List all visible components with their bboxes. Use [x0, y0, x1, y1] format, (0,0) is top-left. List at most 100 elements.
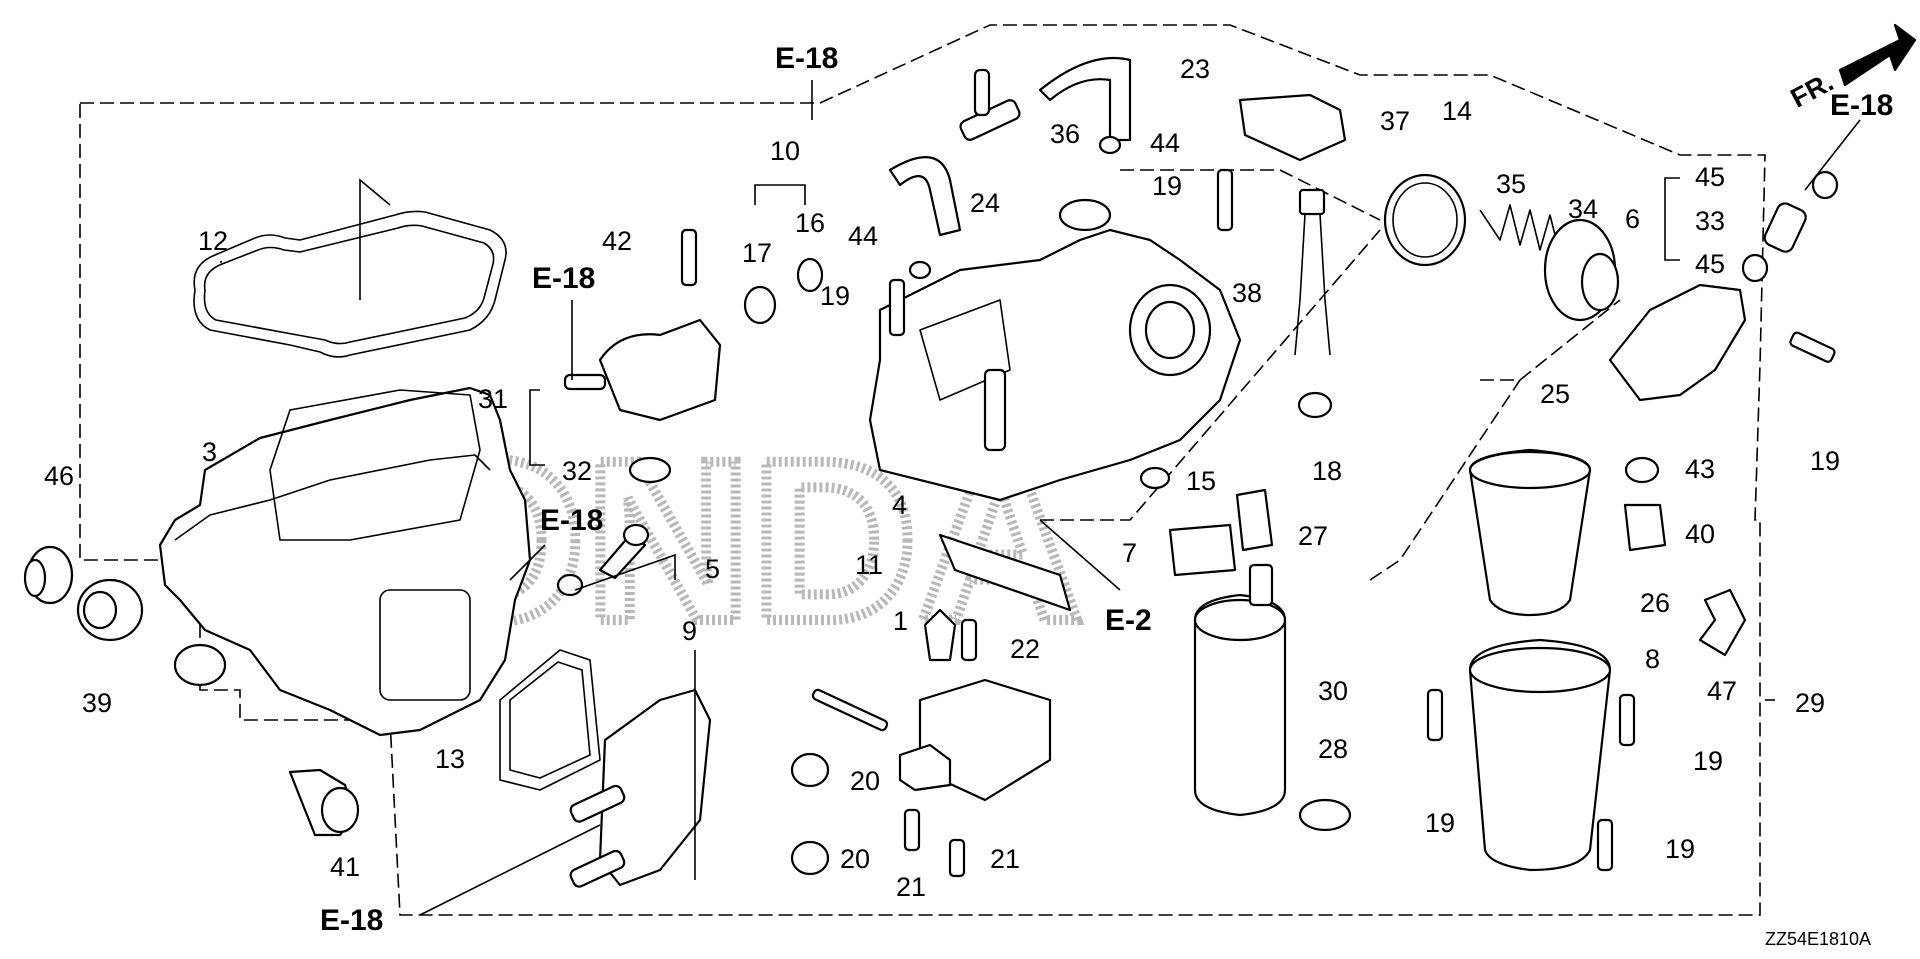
ref-e18-top: E-18: [775, 42, 838, 75]
part-7-clip: [1168, 523, 1237, 577]
part-38-wire-b: [1319, 213, 1331, 356]
callout-45a: 45: [1695, 162, 1725, 192]
part-3-side-panel: [379, 589, 471, 701]
part-27-bushing: [1235, 488, 1274, 552]
callout-17: 17: [742, 238, 772, 268]
part-11-bracket: [938, 533, 1072, 612]
part-19-bolt-right: [1789, 331, 1836, 363]
part-19-bolt-top: [1216, 168, 1234, 232]
ref-arrow-4: [419, 824, 601, 916]
part-41-bolt-head: [320, 786, 360, 834]
boundary-inner-4: [1369, 379, 1521, 581]
bracket-6: [1664, 177, 1680, 261]
callout-15: 15: [1186, 466, 1216, 496]
callout-4: 4: [892, 490, 907, 520]
callout-35: 35: [1496, 169, 1526, 199]
part-4-standpipe: [983, 368, 1007, 452]
callout-19f: 19: [1665, 834, 1695, 864]
part-3-housing-rim: [174, 454, 491, 541]
part-36-tee-stem: [973, 68, 991, 117]
callout-layer: 1 3 4 5 6 7 8 9 10 11 12 13 14 15 16 17 …: [44, 54, 1840, 902]
ref-e18-left: E-18: [532, 262, 595, 295]
callout-46: 46: [44, 461, 74, 491]
part-2-pin: [811, 688, 889, 732]
callout-43: 43: [1685, 454, 1715, 484]
part-15-oring: [1139, 466, 1171, 490]
callout-19a: 19: [1152, 171, 1182, 201]
callout-20b: 20: [840, 844, 870, 874]
callout-27: 27: [1298, 521, 1328, 551]
callout-30: 30: [1318, 676, 1348, 706]
callout-25: 25: [1540, 379, 1570, 409]
part-4-top-port: [1058, 198, 1112, 232]
part-16-washer: [796, 257, 824, 293]
callout-13: 13: [435, 744, 465, 774]
part-12-gasket: [193, 210, 507, 358]
callout-21b: 21: [990, 844, 1020, 874]
callout-26: 26: [1640, 588, 1670, 618]
part-1-fitting: [923, 608, 957, 662]
callout-11: 11: [855, 550, 883, 580]
part-19-bolt-left: [888, 278, 906, 337]
part-12-leader: [359, 178, 391, 300]
callout-5: 5: [705, 554, 720, 584]
ref-e2: E-2: [1105, 604, 1152, 637]
part-26-strainer-top: [1468, 450, 1592, 490]
part-5-leader: [574, 553, 676, 591]
ref-e18-bottom: E-18: [320, 904, 383, 937]
callout-8: 8: [1645, 644, 1660, 674]
part-42-bolt: [680, 228, 698, 287]
callout-41: 41: [330, 852, 360, 882]
callout-44a: 44: [1150, 128, 1180, 158]
part-4-outlet-port-inner: [1144, 300, 1196, 360]
assembly-boundary: [79, 24, 1766, 916]
part-32-oring: [628, 456, 672, 484]
callout-16: 16: [795, 208, 825, 238]
part-9-nipple-2: [569, 849, 626, 888]
callout-1: 1: [893, 606, 908, 636]
callout-29: 29: [1795, 688, 1825, 718]
callout-21a: 21: [896, 872, 926, 902]
part-4-detail: [919, 299, 1011, 401]
part-13-gasket: [499, 649, 601, 791]
part-33-fitting: [1763, 202, 1807, 253]
callout-12: 12: [198, 226, 228, 256]
callout-40: 40: [1685, 519, 1715, 549]
part-45-washer-b: [1741, 253, 1769, 283]
part-38-plug: [1298, 188, 1326, 216]
callout-9: 9: [682, 616, 697, 646]
part-18-oring: [1297, 391, 1333, 419]
part-3-mount-hole: [173, 643, 227, 687]
callout-31: 31: [478, 384, 508, 414]
part-39-grommet-inner: [82, 590, 118, 630]
callout-36: 36: [1050, 119, 1080, 149]
part-30-fuel-pump-outlet: [1248, 563, 1274, 607]
callout-37: 37: [1380, 106, 1410, 136]
callout-33: 33: [1695, 206, 1725, 236]
callout-22: 22: [1010, 634, 1040, 664]
part-44-clip-a: [1098, 135, 1122, 155]
part-19-bolt-r1: [1426, 688, 1444, 742]
part-34-filter-face: [1580, 252, 1620, 312]
callout-19c: 19: [1810, 446, 1840, 476]
part-47-clip: [1698, 588, 1747, 657]
part-37-connector: [1238, 93, 1347, 162]
callout-19d: 19: [1693, 746, 1723, 776]
part-31-regulator: [598, 318, 722, 422]
ref-arrow-6: [1039, 519, 1121, 591]
bracket-31: [529, 389, 545, 466]
callout-18: 18: [1312, 456, 1342, 486]
callout-34: 34: [1568, 194, 1598, 224]
callout-6: 6: [1625, 204, 1640, 234]
part-44-clip-b: [908, 260, 932, 280]
callout-3: 3: [202, 437, 217, 467]
part-25-filter-cap: [1608, 283, 1747, 402]
part-20-bolt-b: [790, 840, 830, 876]
ref-arrow-5: [1804, 119, 1861, 191]
part-14-oring-inner: [1392, 182, 1458, 258]
callout-32: 32: [562, 456, 592, 486]
part-43-washer: [1624, 456, 1660, 484]
boundary-inner-2: [1040, 229, 1381, 521]
part-5-screw-head: [622, 523, 650, 547]
